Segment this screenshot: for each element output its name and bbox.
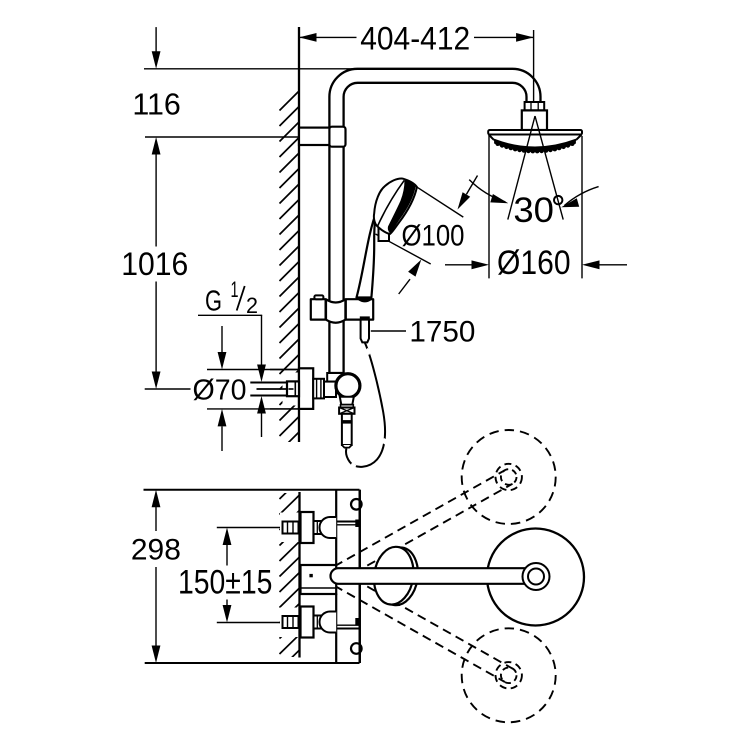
svg-text:G: G — [205, 286, 222, 318]
svg-text:Ø70: Ø70 — [193, 374, 247, 406]
svg-text:Ø100: Ø100 — [402, 220, 465, 253]
svg-text:150±15: 150±15 — [178, 564, 273, 602]
svg-text:30: 30 — [513, 191, 554, 230]
svg-text:1016: 1016 — [121, 246, 188, 282]
svg-text:1: 1 — [231, 277, 239, 302]
svg-text:298: 298 — [131, 533, 181, 566]
svg-text:116: 116 — [132, 86, 181, 121]
svg-text:404-412: 404-412 — [360, 21, 470, 57]
svg-text:Ø160: Ø160 — [497, 244, 571, 282]
svg-text:1750: 1750 — [409, 316, 475, 349]
svg-text:2: 2 — [246, 293, 258, 318]
